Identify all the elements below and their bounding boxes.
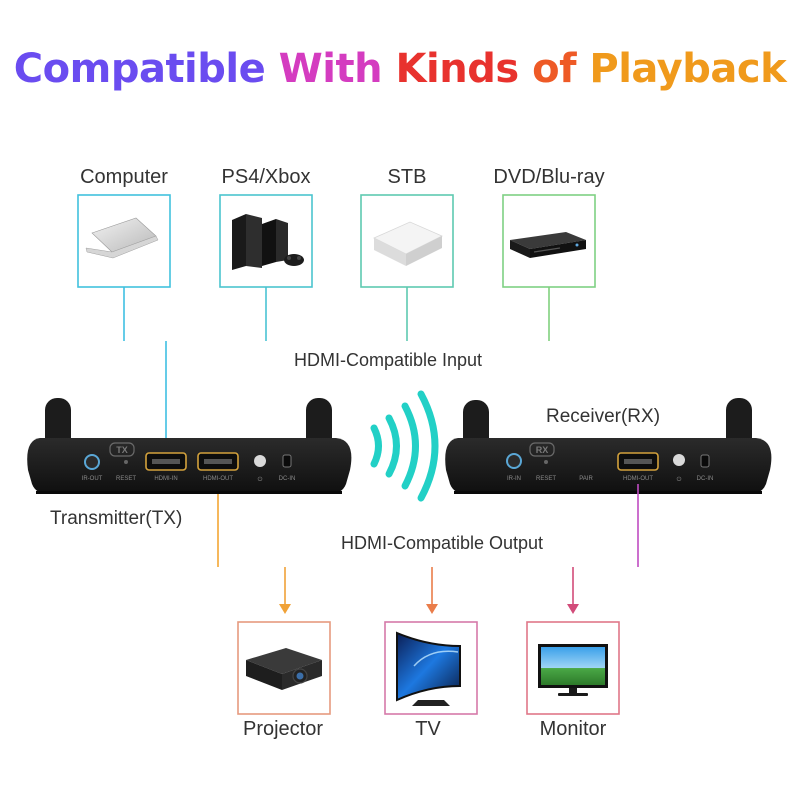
output-arrow: [567, 604, 579, 614]
receiver-device: [445, 398, 772, 494]
wireless-signal-icon: [370, 390, 439, 502]
rx-port-label: RESET: [536, 476, 556, 482]
source-label-computer: Computer: [80, 166, 168, 188]
title-part: Compatible: [13, 46, 266, 92]
rx-port-label: DC-IN: [697, 476, 714, 482]
tx-port-label: IR-OUT: [82, 476, 103, 482]
tx-port-label: HDMI-OUT: [203, 476, 233, 482]
monitor-icon: [538, 644, 608, 696]
rx-power-label: ⏻: [677, 476, 682, 483]
tx-badge: TX: [116, 445, 128, 455]
title-part: of: [518, 46, 590, 92]
title-part: Playback: [589, 46, 787, 92]
source-label-console: PS4/Xbox: [221, 166, 311, 188]
page-title: Compatible With Kinds of Playback: [0, 46, 800, 92]
rx-port-label: PAIR: [579, 476, 593, 482]
rx-port-label: IR-IN: [507, 476, 521, 482]
transmitter-device: [27, 398, 352, 494]
tx-port-label: RESET: [116, 476, 136, 482]
rx-badge: RX: [536, 445, 549, 455]
output-arrow: [279, 604, 291, 614]
tv-icon: [396, 631, 461, 706]
output-label-projector: Projector: [242, 718, 324, 740]
tx-port-label: DC-IN: [279, 476, 296, 482]
set-top-box-icon: [373, 221, 443, 266]
laptop-icon: [85, 217, 159, 259]
projector-icon: [246, 648, 322, 690]
output-arrow: [426, 604, 438, 614]
input-label: HDMI-Compatible Input: [293, 350, 483, 370]
title-part: With: [265, 46, 396, 92]
output-label-monitor: Monitor: [539, 718, 607, 740]
tx-port-label: HDMI-IN: [154, 476, 177, 482]
tx-power-label: ⏻: [258, 476, 263, 483]
game-console-icon: [232, 214, 304, 270]
dvd-player-icon: [510, 232, 586, 258]
source-label-dvd: DVD/Blu-ray: [493, 166, 605, 188]
rx-port-label: HDMI-OUT: [623, 476, 653, 482]
output-label-tv: TV: [415, 718, 441, 740]
source-label-stb: STB: [387, 166, 427, 188]
receiver-label: Receiver(RX): [546, 406, 661, 427]
title-part: Kinds: [395, 46, 520, 92]
output-connector: [217, 484, 639, 614]
output-label: HDMI-Compatible Output: [340, 533, 544, 553]
transmitter-label: Transmitter(TX): [50, 508, 183, 529]
